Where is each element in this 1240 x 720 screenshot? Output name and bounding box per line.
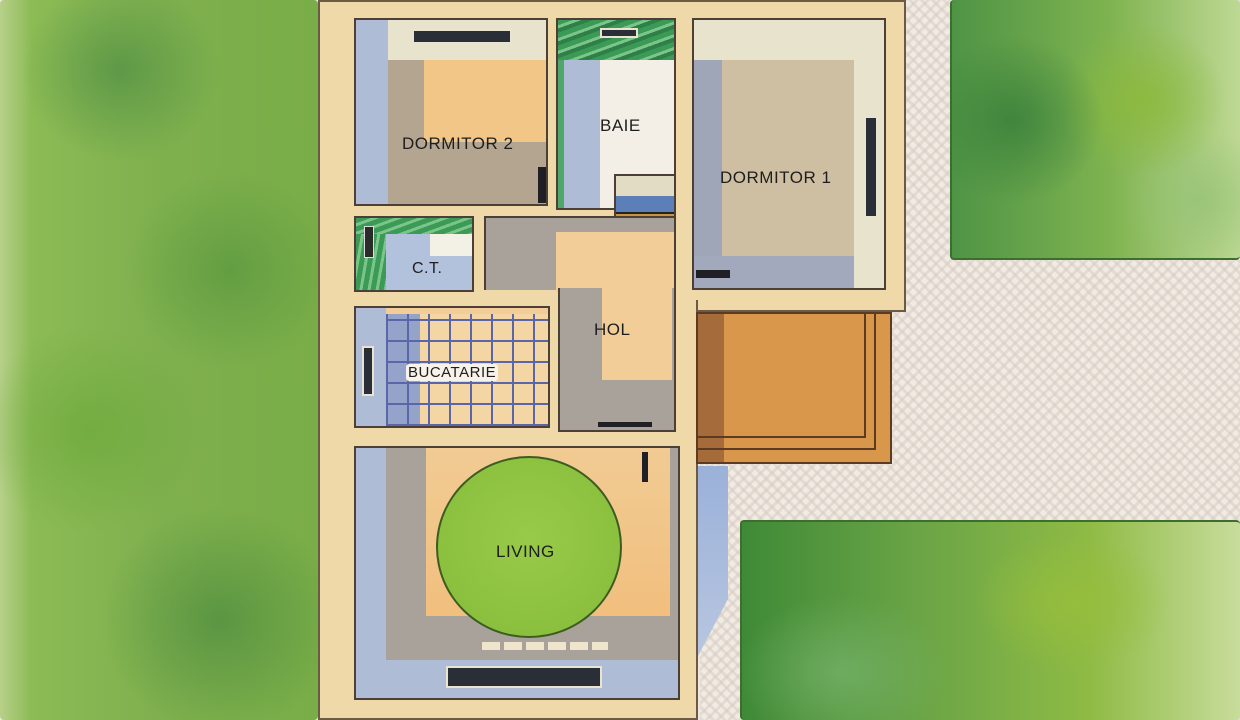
garden-top-right [950,0,1240,260]
floor-warm [602,288,672,380]
door-icon [696,270,730,278]
tile-wall [558,20,674,60]
floor-warm [556,232,674,292]
garden-bottom-right [740,520,1240,720]
floor-shade [564,60,600,208]
room-dormitor-1[interactable]: DORMITOR 1 [692,18,886,290]
room-dormitor-2[interactable]: DORMITOR 2 [354,18,548,206]
garden-left [0,0,318,720]
boiler-icon [364,226,374,258]
room-label: BAIE [600,116,641,135]
window-icon [412,29,512,44]
wall-shade [356,20,388,204]
terrace[interactable] [696,312,892,464]
room-label: DORMITOR 2 [402,134,514,153]
room-label: LIVING [496,542,555,561]
rug [436,456,622,638]
closet-shelf-blue [616,196,674,212]
floor [694,60,854,288]
floor-shadow [388,142,546,204]
window-icon [362,346,374,396]
room-label: C.T. [412,260,443,277]
door-icon [642,452,648,482]
floor-light [430,234,472,256]
room-ct[interactable]: C.T. [354,216,474,292]
room-label: HOL [594,320,631,339]
terrace-step [698,314,876,450]
tile-wall [356,218,472,234]
window-icon [600,28,638,38]
wall-shade-left [356,448,386,698]
window-icon [864,116,878,218]
room-hol-lower[interactable]: HOL [558,288,676,432]
room-bucatarie[interactable]: BUCATARIE [354,306,550,428]
room-label: BUCATARIE [406,364,499,381]
terrace-step-inner [698,314,866,438]
tile-wall-side [558,60,564,208]
room-hol[interactable] [484,216,676,292]
door-icon [598,422,652,427]
window-icon [446,666,602,688]
room-living[interactable]: LIVING [354,446,680,700]
room-label: DORMITOR 1 [720,168,832,187]
door-icon [538,167,546,203]
doormat [482,642,608,650]
